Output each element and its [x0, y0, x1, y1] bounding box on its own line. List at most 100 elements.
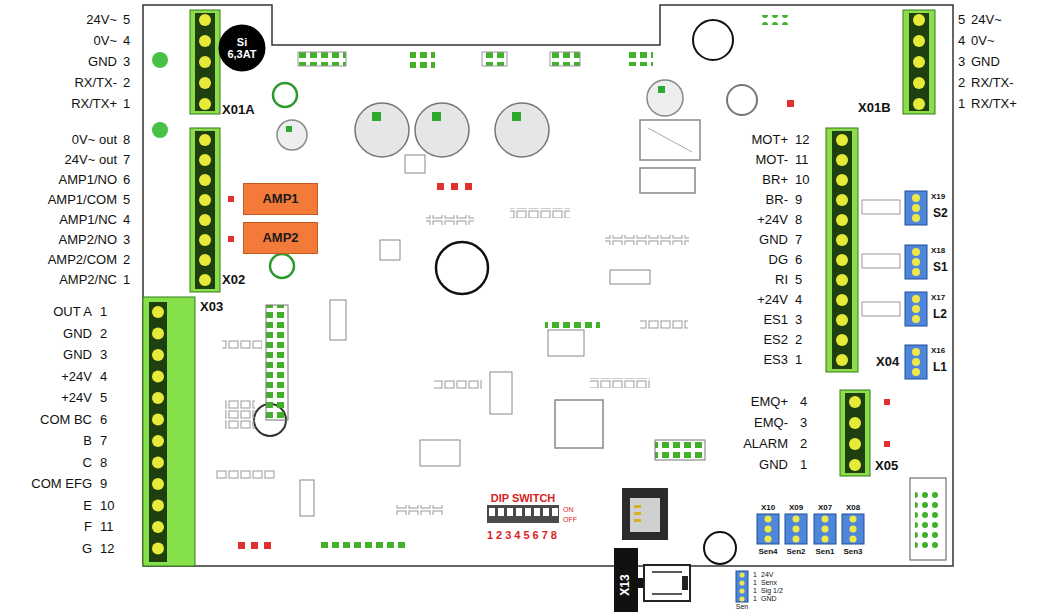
connector-function: L1 — [933, 361, 947, 374]
pin-label: 4 — [123, 34, 130, 48]
blue-connector — [765, 536, 772, 543]
ic-chip — [555, 400, 603, 448]
dip-switch — [552, 508, 558, 516]
pin-label: AMP2/NO — [58, 233, 117, 247]
pin-label: 2 — [123, 76, 130, 90]
green-header — [152, 543, 164, 555]
connector-name: X08 — [846, 504, 860, 513]
pin-label: 0V~ — [94, 34, 118, 48]
blue-connector — [822, 516, 829, 523]
green-header — [143, 10, 935, 566]
rj-cable — [614, 548, 638, 612]
blue-connector — [765, 526, 772, 533]
green-header — [199, 134, 211, 146]
mounting-hole — [693, 20, 733, 60]
pin-label: AMP2/NC — [59, 273, 117, 287]
board-outline — [143, 5, 953, 566]
pin-label: MOT- — [756, 153, 789, 167]
pin-label: ES1 — [763, 313, 788, 327]
ic-chip — [380, 240, 400, 260]
green-header — [836, 274, 848, 286]
green-header — [195, 13, 215, 111]
pin-label: E — [83, 498, 92, 512]
pin-header — [410, 50, 435, 68]
rj-socket — [630, 498, 660, 532]
pin-label: 5 — [795, 273, 802, 287]
blue-connector — [912, 315, 920, 323]
pin-label: 3 — [123, 55, 130, 69]
pin-label: EMQ+ — [751, 395, 788, 409]
key-text: 1 — [753, 571, 757, 579]
pin-label: 3 — [123, 233, 130, 247]
mounting-led — [152, 52, 168, 138]
sensor-name: Sen2 — [786, 548, 805, 557]
connector-name: X05 — [875, 459, 898, 473]
green-header — [152, 328, 164, 340]
pin-label: 8 — [795, 213, 802, 227]
pin-label: 6 — [123, 173, 130, 187]
connector-name: X04 — [876, 355, 899, 369]
mounting-hole — [436, 242, 488, 294]
blue-connector — [850, 536, 857, 543]
ic-chip — [300, 155, 650, 516]
blue-connector — [740, 573, 745, 578]
green-header — [836, 254, 848, 266]
ic-chip — [548, 330, 584, 356]
electrolytic-capacitor — [277, 80, 683, 157]
rj-socket — [634, 505, 641, 508]
fuse-outline — [219, 25, 266, 72]
mounting-led — [152, 122, 168, 138]
relay — [640, 120, 700, 193]
blue-connector — [814, 514, 836, 544]
pin-label: 1 — [123, 273, 130, 287]
red-led — [884, 441, 890, 447]
rj-socket — [634, 512, 641, 515]
red-led — [787, 100, 794, 107]
connector-name: X02 — [222, 273, 245, 287]
smd-row — [222, 340, 262, 350]
blue-connector — [740, 597, 745, 602]
green-header — [913, 77, 925, 89]
blue-connector — [736, 191, 927, 602]
pin-label: DG — [769, 253, 789, 267]
smd-row — [215, 470, 275, 480]
green-header — [836, 134, 848, 146]
connector-name: X16 — [931, 347, 945, 356]
green-header — [199, 56, 211, 68]
red-led — [228, 196, 234, 202]
fuse-rating: Si 6,3AT — [224, 36, 260, 60]
pin-label: B — [83, 434, 92, 448]
green-header — [913, 56, 925, 68]
pin-label: COM EFG — [31, 477, 92, 491]
connector-name: X18 — [931, 247, 945, 256]
pin-label: GND — [88, 55, 117, 69]
smd-row — [426, 215, 474, 225]
green-header — [195, 131, 215, 289]
mounting-led — [152, 52, 168, 68]
pin-label: 12 — [795, 133, 809, 147]
ic-chip — [610, 270, 650, 284]
green-header — [199, 14, 211, 26]
connector-housing — [862, 254, 900, 268]
dip-switch — [543, 508, 549, 516]
relay — [648, 128, 692, 152]
pin-label: 10 — [795, 173, 809, 187]
pin-label: 11 — [100, 520, 114, 534]
red-led — [451, 183, 458, 190]
blue-connector — [912, 348, 920, 356]
pin-label: 9 — [100, 477, 107, 491]
sensor-name: Sen1 — [815, 548, 834, 557]
pin-label: 0V~ out — [72, 133, 117, 147]
red-led — [228, 236, 234, 242]
pin-label: AMP1/COM — [48, 193, 117, 207]
dip-switch — [487, 505, 559, 523]
switch-state: OFF — [563, 516, 577, 524]
pin-label: AMP1/NO — [58, 173, 117, 187]
green-header — [909, 13, 929, 111]
green-header — [190, 10, 220, 114]
green-header — [832, 131, 852, 369]
red-led — [251, 542, 258, 549]
rj-cable — [682, 576, 688, 590]
